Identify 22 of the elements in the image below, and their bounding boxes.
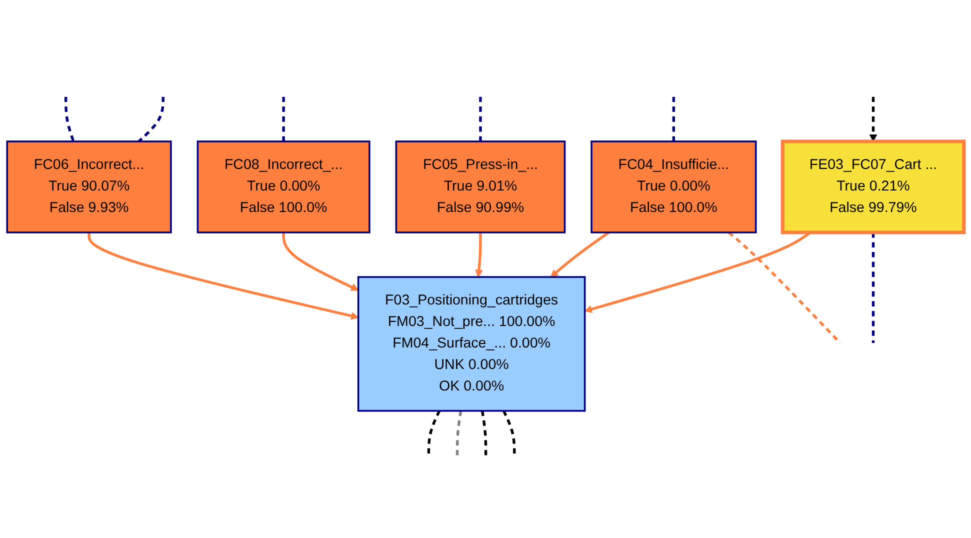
connector-line <box>872 232 875 344</box>
node-box: FC04_Insufficie... True 0.00% False 100.0% <box>590 140 757 234</box>
arrow <box>475 232 483 278</box>
connector-line <box>64 96 75 142</box>
connector-line <box>138 96 164 142</box>
arrow <box>550 231 610 278</box>
node-box: FE03_FC07_Cart ... True 0.21% False 99.79% <box>780 140 966 234</box>
node-box: FC08_Incorrect_... True 0.00% False 100.0% <box>196 140 370 234</box>
connector-line <box>480 410 488 456</box>
node-box: FC06_Incorrect... True 90.07% False 9.93% <box>6 140 172 234</box>
node-box: FC05_Press-in_... True 9.01% False 90.99% <box>395 140 566 234</box>
connector-line <box>728 231 842 344</box>
connector-line <box>479 96 482 142</box>
connector-line <box>282 96 285 142</box>
node-box: F03_Positioning_cartridges FM03_Not_pre... 100.00% FM04_Surface_... 0.00% UNK 0.00% OK 0.00% <box>357 276 586 412</box>
connector-line <box>427 410 441 456</box>
arrow <box>869 96 878 142</box>
arrow <box>88 232 359 320</box>
connector-line <box>672 96 676 142</box>
arrow <box>282 232 359 291</box>
connector-line <box>502 410 516 456</box>
connector-line <box>456 410 462 456</box>
